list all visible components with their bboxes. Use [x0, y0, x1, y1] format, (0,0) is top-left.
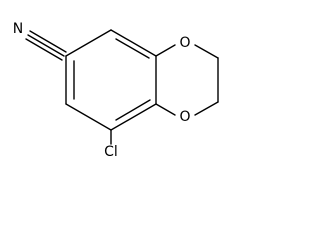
- benzene-ring: [65, 29, 157, 131]
- chemical-structure-diagram: N O O Cl: [13, 21, 219, 158]
- oxygen-atom-label-bottom: O: [179, 109, 190, 125]
- chlorine-atom-label: Cl: [104, 144, 118, 158]
- nitrile-triple-bond: [25, 30, 67, 61]
- nitrogen-atom-label: N: [13, 21, 23, 37]
- oxygen-atom-label-top: O: [179, 35, 190, 51]
- dioxane-ring: [155, 44, 219, 116]
